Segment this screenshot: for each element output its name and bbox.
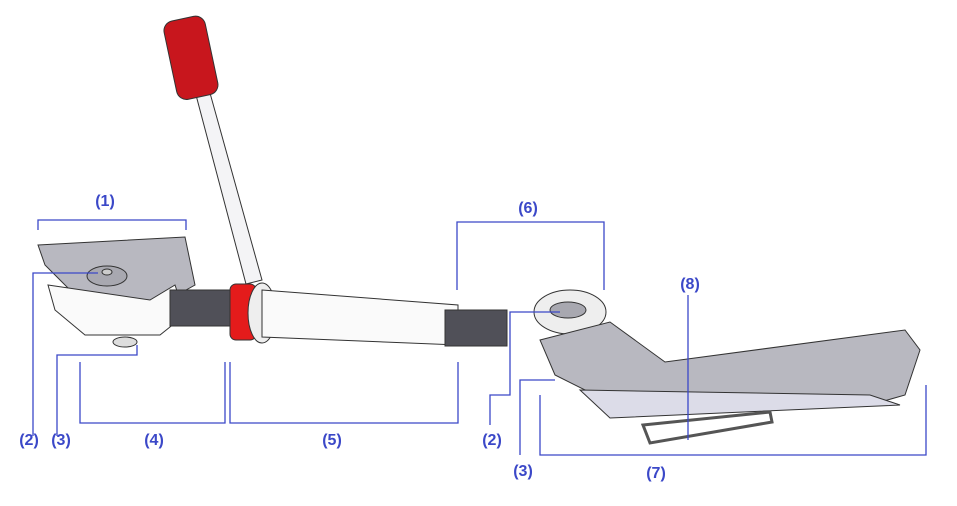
bracket-1: [37, 219, 187, 230]
lever-rod: [195, 92, 263, 285]
bracket-6: [456, 221, 605, 290]
callout-2-left: (2): [19, 432, 39, 449]
callout-5: (5): [322, 432, 342, 449]
callout-6: (6): [518, 200, 538, 217]
leader-2b: [489, 311, 560, 425]
callout-2-right: (2): [482, 432, 502, 449]
callout-8: (8): [680, 276, 700, 293]
leader-2a: [32, 272, 98, 436]
bracket-5: [229, 362, 459, 424]
callout-7: (7): [646, 465, 666, 482]
callout-3-right: (3): [513, 463, 533, 480]
right-spring: [444, 309, 508, 347]
callout-1: (1): [95, 193, 115, 210]
callout-4: (4): [144, 432, 164, 449]
left-spring: [169, 289, 233, 327]
callout-3-left: (3): [51, 432, 71, 449]
bracket-4: [79, 362, 226, 424]
lever-grip: [163, 15, 219, 100]
leader-3a: [56, 345, 138, 436]
main-tube: [261, 289, 459, 346]
leader-3b: [519, 379, 555, 455]
right-foot-bracket: [640, 410, 774, 445]
bracket-7: [539, 385, 927, 456]
left-pivot: [86, 265, 128, 287]
